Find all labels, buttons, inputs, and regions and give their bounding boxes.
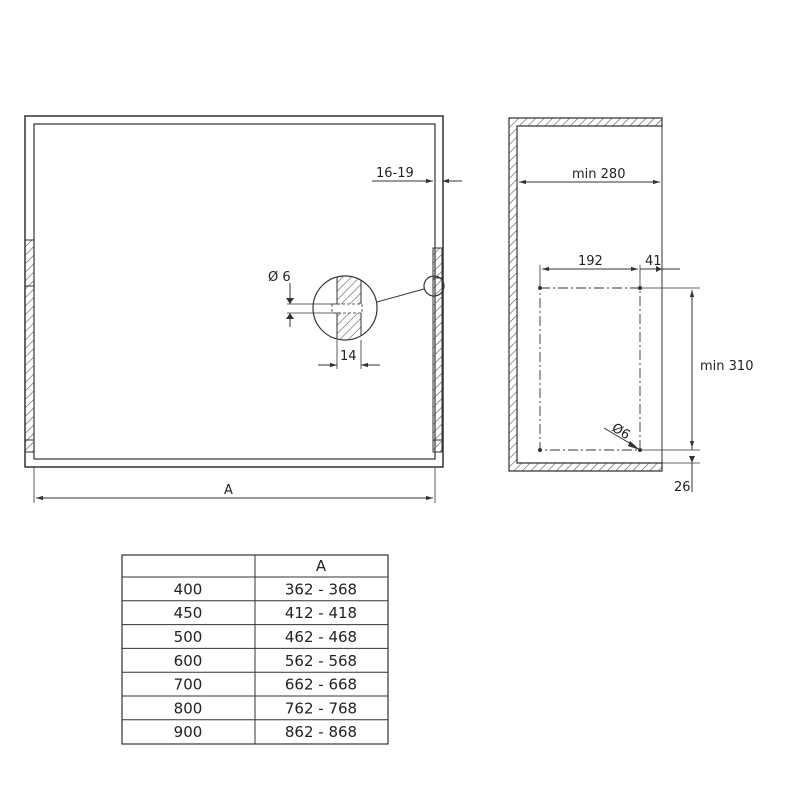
table-cell-a: 562 - 568 — [285, 652, 357, 670]
size-table: A 400 362 - 368 450 412 - 418 500 462 - 468 60… — [121, 554, 389, 745]
table-cell-a: 862 - 868 — [285, 723, 357, 741]
table-cell-a: 462 - 468 — [285, 628, 357, 646]
edge-offset-label: 41 — [645, 254, 662, 269]
right-runner — [432, 247, 443, 453]
table-cell-size: 600 — [174, 652, 203, 670]
hole-offset-label: 14 — [340, 349, 357, 364]
detail-marker — [423, 275, 445, 297]
table-cell-a: 412 - 418 — [285, 604, 357, 622]
depth-label: min 280 — [572, 167, 625, 182]
drawer-frame — [33, 123, 436, 460]
spacing-label: 192 — [578, 254, 603, 269]
table-cell-a: 762 - 768 — [285, 699, 357, 717]
mounting-pattern — [539, 287, 641, 451]
left-runner — [24, 239, 35, 453]
side-view: min 280 192 41 min 310 Ø6 26 — [508, 117, 753, 495]
table-cell-a: 662 - 668 — [285, 676, 357, 694]
height-label: min 310 — [700, 359, 753, 374]
bottom-offset-label: 26 — [674, 480, 691, 495]
table-cell-size: 800 — [174, 699, 203, 717]
hole-label: Ø 6 — [268, 270, 291, 285]
table-cell-a: 362 - 368 — [285, 580, 357, 598]
width-label: A — [224, 483, 233, 498]
table-cell-size: 700 — [174, 676, 203, 694]
detail-callout: Ø 6 14 — [268, 270, 445, 369]
side-cabinet-profile — [508, 117, 663, 472]
table-header-a: A — [316, 557, 327, 575]
gap-label: 16-19 — [376, 166, 414, 181]
table-cell-size: 400 — [174, 580, 203, 598]
gap-dimension: 16-19 — [372, 166, 462, 184]
table-cell-size: 450 — [174, 604, 203, 622]
front-view: 16-19 Ø 6 14 — [24, 115, 462, 503]
side-hole-label: Ø6 — [609, 421, 633, 444]
table-cell-size: 900 — [174, 723, 203, 741]
table-cell-size: 500 — [174, 628, 203, 646]
width-dimension: A — [33, 467, 436, 503]
